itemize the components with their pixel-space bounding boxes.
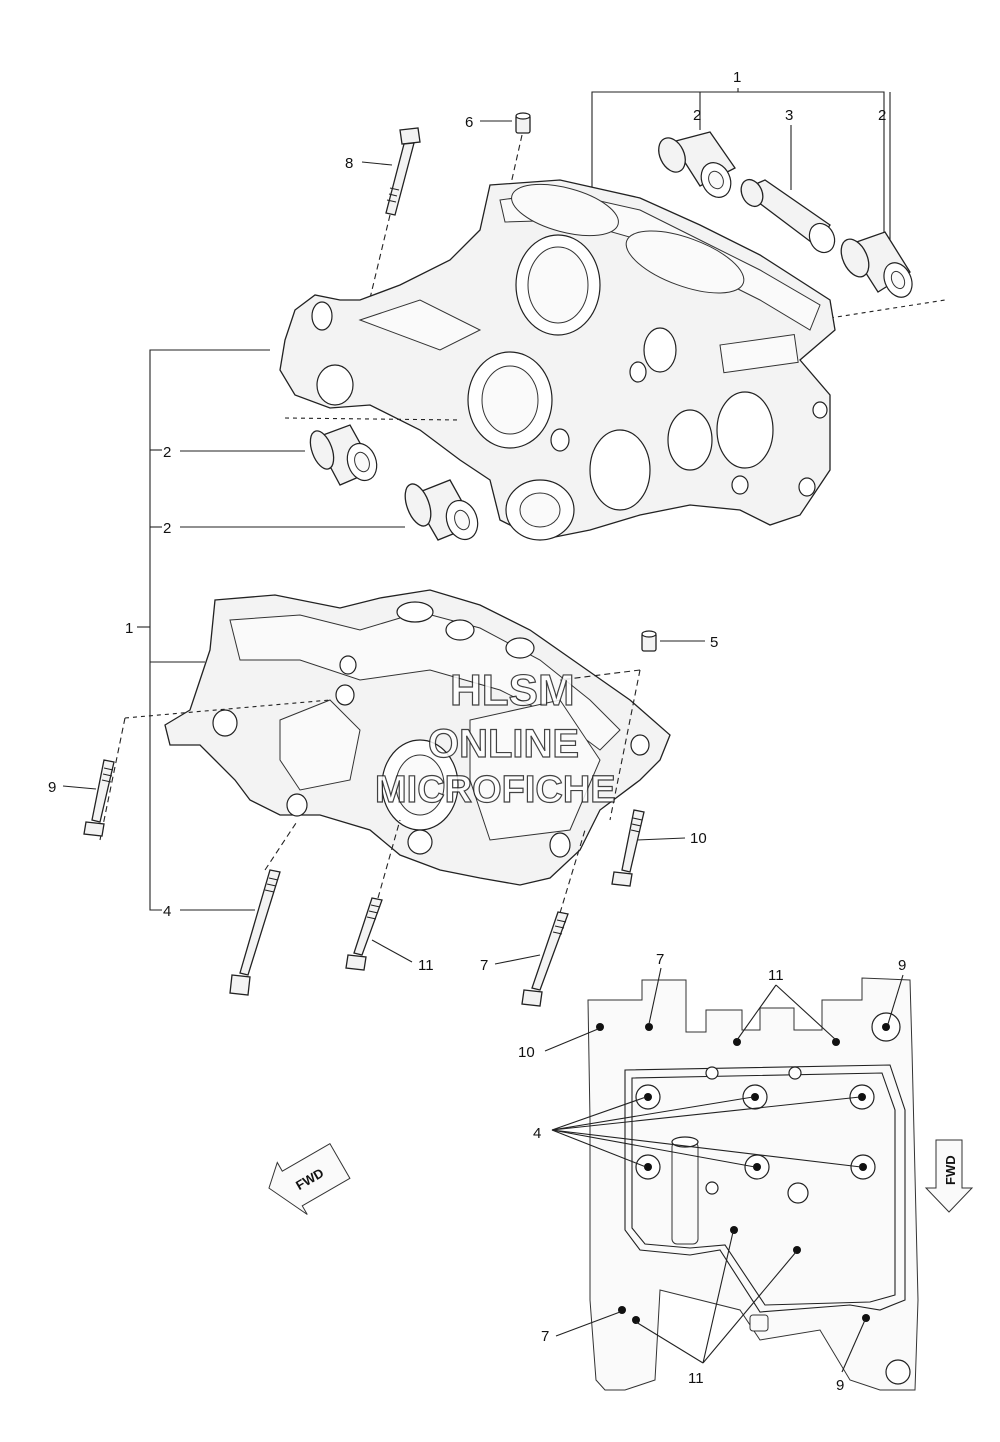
bushing-left-2 (404, 479, 479, 541)
bolt-4 (229, 869, 281, 996)
dowel-5 (641, 630, 657, 652)
bolt-7 (521, 911, 569, 1007)
dowel-6 (515, 112, 531, 134)
bolt-8 (385, 127, 421, 216)
pattern-callout-9-bottom: 9 (836, 1377, 844, 1394)
fwd-arrow-left: FWD (268, 1142, 351, 1215)
pattern-callout-9-top: 9 (898, 957, 906, 974)
watermark-line1: HLSM (450, 666, 575, 715)
pattern-callout-11-bottom: 11 (688, 1370, 704, 1387)
callout-9-left: 9 (48, 779, 56, 796)
watermark: HLSM ONLINE MICROFICHE (374, 665, 616, 811)
callout-10-right: 10 (690, 830, 707, 847)
bolt-pattern-view (587, 977, 919, 1391)
upper-crankcase (279, 179, 836, 541)
bushing-left-1 (309, 424, 378, 486)
callout-2-left1: 2 (163, 444, 171, 461)
bolt-10-right (611, 809, 645, 887)
bolt-9-left (83, 759, 115, 837)
fwd-arrow-right: FWD (924, 1139, 974, 1213)
bolt-11 (345, 897, 383, 971)
callout-1-left: 1 (125, 620, 133, 637)
callout-5: 5 (710, 634, 718, 651)
callout-11-bottom: 11 (418, 957, 434, 974)
callout-2-a: 2 (693, 107, 701, 124)
left-bracket (149, 349, 270, 911)
watermark-line3: MICROFICHE (375, 769, 616, 811)
callout-6: 6 (465, 114, 473, 131)
pattern-callout-7-top: 7 (656, 951, 664, 968)
pattern-callout-10: 10 (518, 1044, 535, 1061)
callout-3: 3 (785, 107, 793, 124)
callout-1-top: 1 (733, 69, 741, 86)
lower-crankcase (164, 589, 671, 886)
pattern-callout-4: 4 (533, 1125, 541, 1142)
callout-2-left2: 2 (163, 520, 171, 537)
bushing-top-b (840, 231, 913, 298)
callout-2-b: 2 (878, 107, 886, 124)
bushing-top-a (658, 131, 736, 198)
collar-3 (740, 178, 836, 254)
callout-4-bottom: 4 (163, 903, 171, 920)
watermark-line2: ONLINE (428, 722, 579, 766)
callout-7-bottom: 7 (480, 957, 488, 974)
callout-8: 8 (345, 155, 353, 172)
pattern-callout-7-left: 7 (541, 1328, 549, 1345)
fwd-label-right: FWD (943, 1155, 958, 1185)
pattern-callout-11-top: 11 (768, 967, 784, 984)
